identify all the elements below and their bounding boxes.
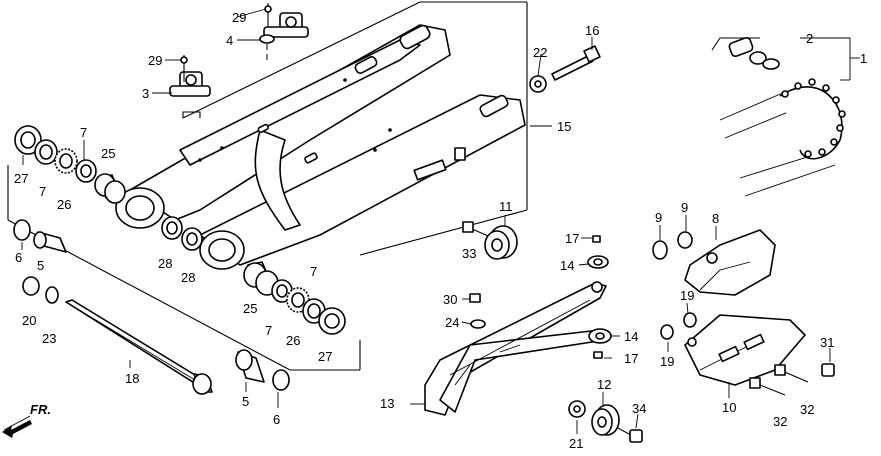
callout-14a: 14 [560,258,574,273]
callout-6b: 6 [273,412,280,427]
pivot-bearing-stack-right [161,216,346,335]
callout-30: 30 [443,292,457,307]
callout-24: 24 [445,315,459,330]
callout-7d: 7 [265,323,272,338]
callout-9b: 9 [681,200,688,215]
callout-labels: 1 2 3 4 5 5 6 6 7 7 7 7 8 9 9 10 11 12 1… [14,10,867,451]
callout-33: 33 [462,246,476,261]
callout-7b: 7 [39,184,46,199]
callout-25b: 25 [243,301,257,316]
leader-lines [21,8,860,434]
callout-7a: 7 [80,125,87,140]
callout-15: 15 [557,119,571,134]
callout-11: 11 [499,199,513,214]
callout-13: 13 [380,396,394,411]
callout-1: 1 [860,51,867,66]
callout-6a: 6 [15,250,22,265]
callout-21: 21 [569,436,583,451]
callout-29a: 29 [232,10,246,25]
callout-31: 31 [820,335,834,350]
callout-23: 23 [42,331,56,346]
slider-roller [568,400,643,443]
callout-16: 16 [585,23,599,38]
chain-clamp-lower [169,55,211,97]
callout-14b: 14 [624,329,638,344]
callout-19a: 19 [680,288,694,303]
pivot-bearing-stack-left [14,125,126,204]
front-direction-arrow: FR. [2,402,51,438]
callout-12: 12 [597,377,611,392]
callout-2: 2 [806,31,813,46]
pivot-bolt [13,219,290,395]
callout-20: 20 [22,313,36,328]
callout-17a: 17 [565,231,579,246]
callout-26a: 26 [57,197,71,212]
adjuster-bolt [529,45,601,93]
swingarm [115,24,526,270]
drive-chain [711,36,846,197]
callout-3: 3 [142,86,149,101]
chain-roller [462,221,518,260]
callout-25a: 25 [101,146,115,161]
callout-5a: 5 [37,258,44,273]
chain-guide-lower [660,312,835,396]
callout-26b: 26 [286,333,300,348]
callout-27b: 27 [318,349,332,364]
callout-29b: 29 [148,53,162,68]
callout-28b: 28 [181,270,195,285]
callout-10: 10 [722,400,736,415]
fr-direction-label: FR. [30,402,51,417]
callout-5b: 5 [242,394,249,409]
callout-32b: 32 [800,402,814,417]
callout-8: 8 [712,211,719,226]
chain-clamp-upper [259,3,309,60]
callout-7c: 7 [310,264,317,279]
callout-22: 22 [533,45,547,60]
callout-27a: 27 [14,171,28,186]
callout-19b: 19 [660,354,674,369]
callout-18: 18 [125,371,139,386]
callout-34: 34 [632,401,646,416]
callout-9a: 9 [655,210,662,225]
callout-32a: 32 [773,414,787,429]
callout-4: 4 [226,33,233,48]
callout-17b: 17 [624,351,638,366]
callout-28a: 28 [158,256,172,271]
chain-guide-upper [652,229,776,296]
